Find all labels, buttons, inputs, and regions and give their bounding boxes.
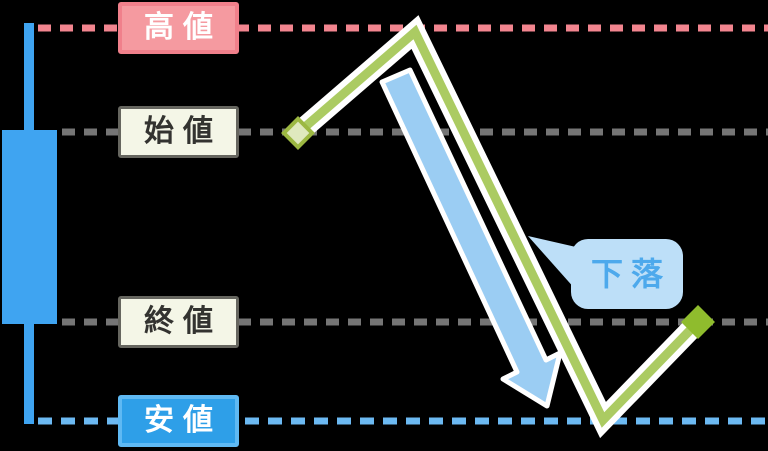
bubble-body (571, 239, 683, 309)
decline-arrow (379, 67, 563, 409)
decline-bubble-label: 下落 (590, 256, 671, 292)
high-price-label: 高値 (118, 2, 239, 54)
path-start-marker (281, 116, 315, 150)
close-price-label: 終値 (118, 296, 239, 348)
open-price-label: 始値 (118, 106, 239, 158)
candle-body (2, 130, 57, 324)
low-price-label: 安値 (118, 395, 239, 447)
bubble-tail (528, 236, 576, 290)
price-path (295, 24, 702, 428)
price-path-outline (291, 15, 706, 439)
